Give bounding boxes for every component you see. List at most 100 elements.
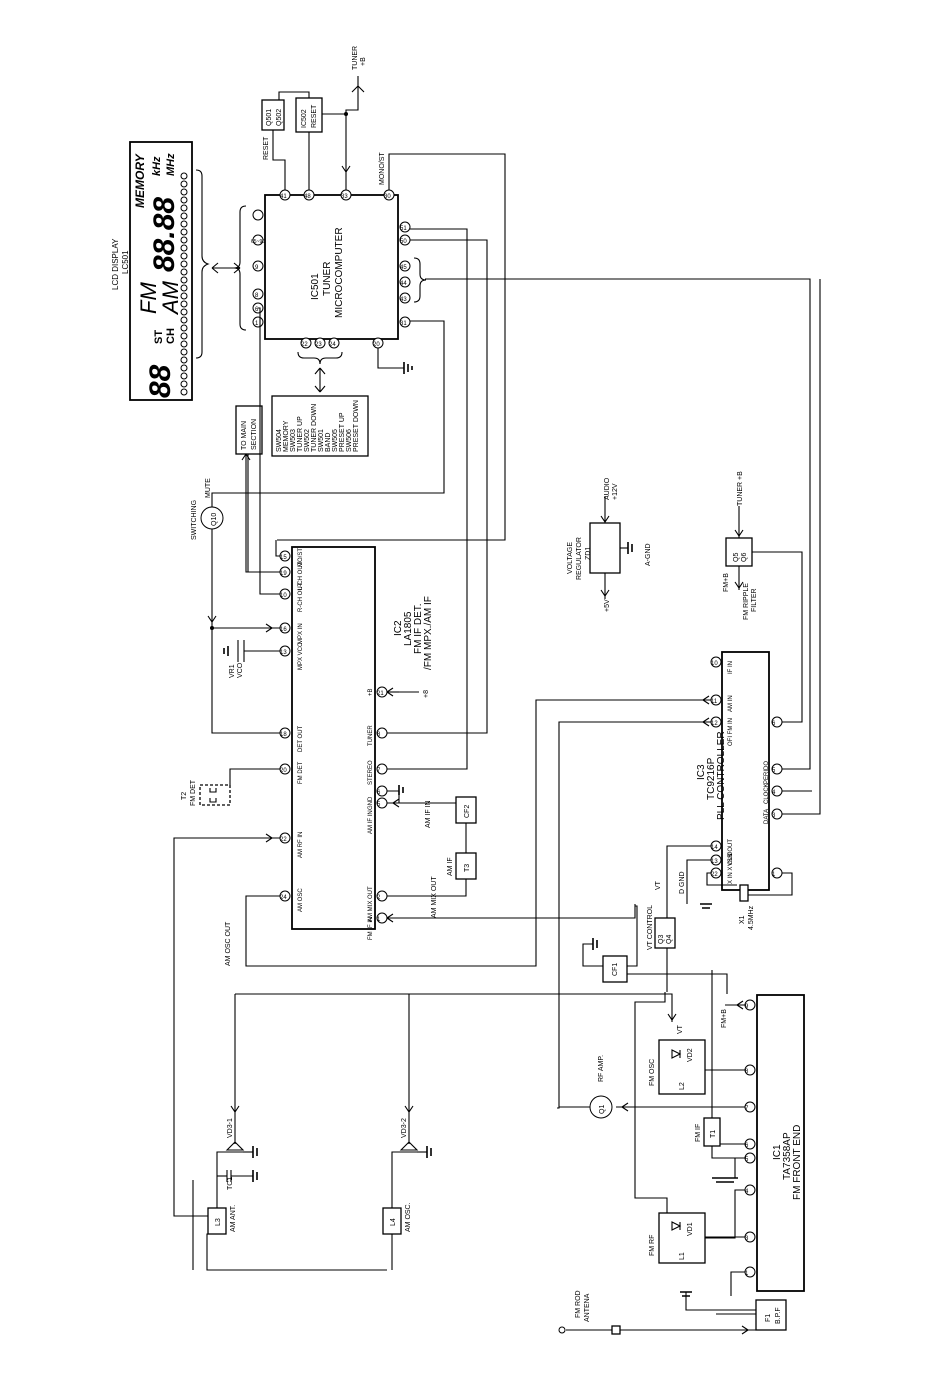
pin-label: 21 [377,691,384,697]
pin-label: 20 [373,342,380,348]
pin-label: 10 [711,661,718,667]
pin-label: 31 [400,321,407,327]
ic2-mpx-in: MPX IN [298,623,304,644]
am-osc2-label: AM OSC. [405,1202,412,1232]
pin-label: 65~90 [251,239,265,245]
pin-label: 22 [301,342,308,348]
am-coil-section: VD3-1 TC1 L3 AM ANT. VD3-2 L4 AM OSC. [192,1114,432,1271]
rf-amp-label: RF AMP. [598,1055,605,1082]
ic502-reset-label: RESET [311,104,318,128]
q5-label: Q5 [733,553,740,562]
lcd-preset-circles [180,172,188,396]
pin-label: 22 [711,872,718,878]
sw-text: BAND [325,433,332,452]
ic3-data: DATA [764,809,770,824]
pin-label: 6 [745,1143,749,1149]
pin-label: 6 [772,721,776,727]
lcd-khz: kHz [151,156,163,176]
vt-label-osc: VT [677,1024,684,1034]
ic1-label-3: FM FRONT END [792,1125,803,1200]
ic2-lch-out: L-CH OUT [298,561,304,590]
t1-label: T1 [710,1130,717,1138]
ic3-if-in: IF IN [728,661,734,674]
ic2-rch-out: R-CH OUT [298,582,304,612]
ic2-am-osc: AM OSC [298,888,304,912]
to-main-1: TO MAIN [241,421,248,450]
f1-label: F1 [765,1314,772,1322]
sw-text: MEMORY [283,420,290,452]
ic2-plus-b: +B [368,688,374,696]
fm-ripple-filter: Q5 Q6 TUNER +B FM+B FM RIPPLE FILTER [723,471,803,723]
audio-12v-label: +12V [612,483,619,500]
fm-rf-label: FM RF [649,1235,656,1256]
x1-freq-label: 4.5MHz [748,905,755,930]
pin-label: 43 [400,297,407,303]
lcd-mhz: MHz [165,153,177,176]
pin-label: 4 [745,1189,749,1195]
sw-text: SW503 [290,429,297,452]
ic502-label: IC502 [301,109,308,128]
lcd-memory: MEMORY [133,153,147,208]
ic501-label-3: MICROCOMPUTER [334,227,345,318]
sw-text: PRESET DOWN [353,400,360,452]
ic3-perido: PERIDO [764,761,770,784]
fm-b-2-label: FM+B [721,1009,728,1028]
ic2-mpx-vco: MPX VCO [298,642,304,670]
ic3-dout: DOUT [728,839,734,856]
sw-text: SW504 [276,429,283,452]
pin-label: 7 [377,768,381,774]
pin-label: 11 [711,699,718,705]
sw-text: TUNER UP [297,416,304,452]
ic2-gnd: GND [368,796,374,810]
vt-control: Q3 Q4 VT CONTROL CF1 VT VT [230,905,728,1232]
pin-label: 6 [377,790,381,796]
fm-rod-label-1: FM ROD [575,1290,582,1318]
pin-label: 2 [377,895,381,901]
ic3-clock: CLOCK [764,783,770,804]
ic2-am-mix-out: AM MIX OUT [368,886,374,922]
lcd-preset-digits: 88 [144,364,177,398]
q10-label: Q10 [211,513,218,526]
am-mix-out-2: AM MIX OUT [431,876,438,918]
pin-label: 5 [772,768,776,774]
pin-label: 30 [384,194,391,200]
lcd-label: LCD DISPLAY [111,238,120,290]
ic501-microcomputer: IC501 TUNER MICROCOMPUTER 41 48 33 30 1 … [251,189,427,393]
switch-list: SW504 MEMORY SW503 TUNER UP SW502 TUNER … [235,395,369,573]
fm-det-t2-label: FM DET [190,779,197,806]
vco-label: VCO [237,662,244,678]
fm-b-label: FM+B [723,573,730,592]
mono-st-label: MONO/ST [379,152,386,185]
tuner-b-label: TUNER [352,46,359,70]
dgnd-label: D GND [679,871,686,894]
ic2-fm-if-in: FM IF IN [368,917,374,940]
pin-label: 12 [711,721,718,727]
pin-label: 44 [400,281,407,287]
vd3-2-label: VD3-2 [401,1118,408,1138]
ic3-pll: IC3 TC9216P PLL CONTROLLER 10 11 12 14 1… [425,278,821,1109]
pin-label: 1 [745,1271,749,1277]
cf2-label: CF2 [464,805,471,818]
pin-label: 18 [280,732,287,738]
vreg-label-1: VOLTAGE [567,542,574,574]
pin-label: 14 [711,845,718,851]
pin-label: 1 [255,321,259,327]
vreg-label-2: REGULATOR [576,537,583,580]
plus5v-label: +5V [604,599,611,612]
reset-circuit: Q501 Q502 IC502 RESET RESET TUNER +B MON… [261,46,506,541]
l4-label: L4 [390,1218,397,1226]
ic3-ofi-fm-in: OFI FM IN [728,718,734,746]
lcd-ref: LC501 [121,250,130,274]
ic3-am-in: AM IN [728,695,734,712]
pin-label: 13 [280,650,287,656]
ic1-front-end: IC1 TA7358AP FM FRONT END 9 8 7 6 5 4 3 … [558,970,805,1335]
pin-label: 24 [280,895,287,901]
ic1-label-1: IC1 [772,1144,783,1160]
ic501-label-1: IC501 [310,273,321,300]
ic2-am-if-in: AM IF IN [368,810,374,834]
pin-label: 3 [745,1236,749,1242]
fm-rod-label-2: ANTENA [584,1293,591,1322]
ic3-vss: VSS [728,854,734,866]
l2-label: L2 [679,1082,686,1090]
